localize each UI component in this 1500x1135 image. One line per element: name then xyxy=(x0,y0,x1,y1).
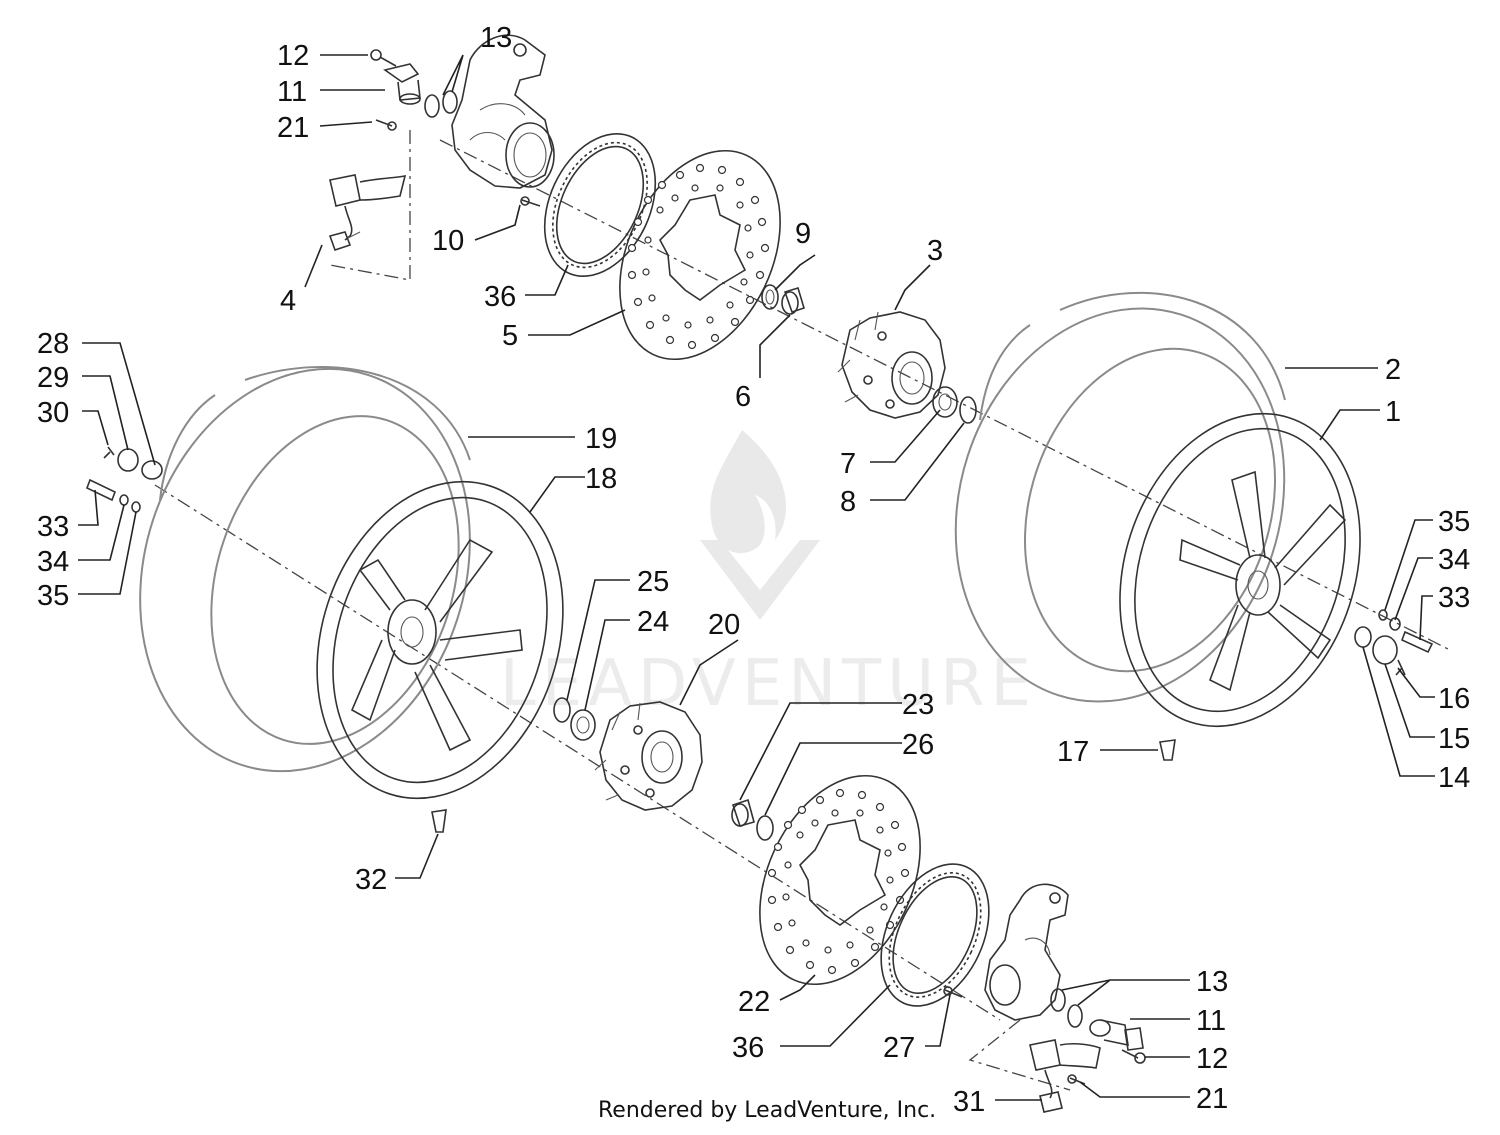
callout-22: 22 xyxy=(738,986,770,1018)
callout-33: 33 xyxy=(37,511,69,543)
tire-19 xyxy=(139,366,471,773)
callout-2: 2 xyxy=(1385,354,1401,386)
callout-8: 8 xyxy=(840,486,856,518)
callout-11: 11 xyxy=(277,76,307,108)
callout-20: 20 xyxy=(708,609,740,641)
callout-36: 36 xyxy=(484,281,516,313)
callout-10: 10 xyxy=(432,225,464,257)
callout-3: 3 xyxy=(927,235,943,267)
callout-12: 12 xyxy=(1196,1043,1228,1075)
callout-13: 13 xyxy=(480,22,512,54)
callout-9: 9 xyxy=(795,218,811,250)
callout-5: 5 xyxy=(502,320,518,352)
watermark: LEADVENTURE xyxy=(500,430,1037,721)
footer-credit: Rendered by LeadVenture, Inc. xyxy=(598,1098,936,1123)
callout-25: 25 xyxy=(637,566,669,598)
callout-26: 26 xyxy=(902,729,934,761)
callout-11: 11 xyxy=(1196,1005,1226,1037)
callout-21: 21 xyxy=(277,112,309,144)
callout-30: 30 xyxy=(37,397,69,429)
front-left-wheel xyxy=(85,366,1001,1021)
abs-sensor-4 xyxy=(328,174,407,252)
callout-35: 35 xyxy=(1438,506,1470,538)
front-right-wheel xyxy=(954,291,1434,761)
callout-23: 23 xyxy=(902,689,934,721)
bolt-12-upper xyxy=(370,49,397,67)
callout-12: 12 xyxy=(277,40,309,72)
callout-27: 27 xyxy=(883,1032,915,1064)
callout-15: 15 xyxy=(1438,723,1470,755)
speed-sensor-11-upper xyxy=(383,63,421,105)
tone-ring-36-lower xyxy=(880,863,990,1007)
callout-4: 4 xyxy=(280,285,296,317)
wheel-hub-carrier-lower xyxy=(984,883,1069,1021)
upper-brake-assembly xyxy=(328,34,1451,651)
callout-24: 24 xyxy=(637,606,669,638)
wheel-hub-carrier-upper xyxy=(451,34,555,189)
rim-18 xyxy=(316,480,564,800)
callout-14: 14 xyxy=(1438,762,1470,794)
callout-19: 19 xyxy=(585,423,617,455)
callout-34: 34 xyxy=(37,546,69,578)
tone-ring-36-upper xyxy=(543,133,657,277)
brake-disc-5 xyxy=(619,149,781,361)
abs-sensor-31 xyxy=(1029,1039,1101,1113)
callout-labels: 12 13 11 21 10 9 3 36 5 4 6 28 29 30 2 1… xyxy=(37,22,1470,1118)
wheel-hub-20 xyxy=(594,701,703,811)
leader-lines xyxy=(78,54,1435,1101)
wheel-hub-3 xyxy=(837,311,946,419)
callout-21: 21 xyxy=(1196,1083,1228,1115)
callout-17: 17 xyxy=(1057,736,1089,768)
callout-1: 1 xyxy=(1385,396,1401,428)
callout-6: 6 xyxy=(735,381,751,413)
callout-34: 34 xyxy=(1438,544,1470,576)
callout-7: 7 xyxy=(840,448,856,480)
callout-28: 28 xyxy=(37,328,69,360)
callout-31: 31 xyxy=(953,1086,985,1118)
lower-brake-assembly xyxy=(553,697,1146,1113)
callout-13: 13 xyxy=(1196,966,1228,998)
brake-disc-22 xyxy=(759,774,921,986)
callout-36: 36 xyxy=(732,1032,764,1064)
speed-sensor-11-lower xyxy=(1089,1019,1144,1051)
callout-35: 35 xyxy=(37,580,69,612)
callout-33: 33 xyxy=(1438,582,1470,614)
callout-16: 16 xyxy=(1438,683,1470,715)
callout-18: 18 xyxy=(585,463,617,495)
callout-32: 32 xyxy=(355,864,387,896)
callout-29: 29 xyxy=(37,362,69,394)
watermark-text: LEADVENTURE xyxy=(500,647,1037,721)
rim-1 xyxy=(1119,412,1361,728)
